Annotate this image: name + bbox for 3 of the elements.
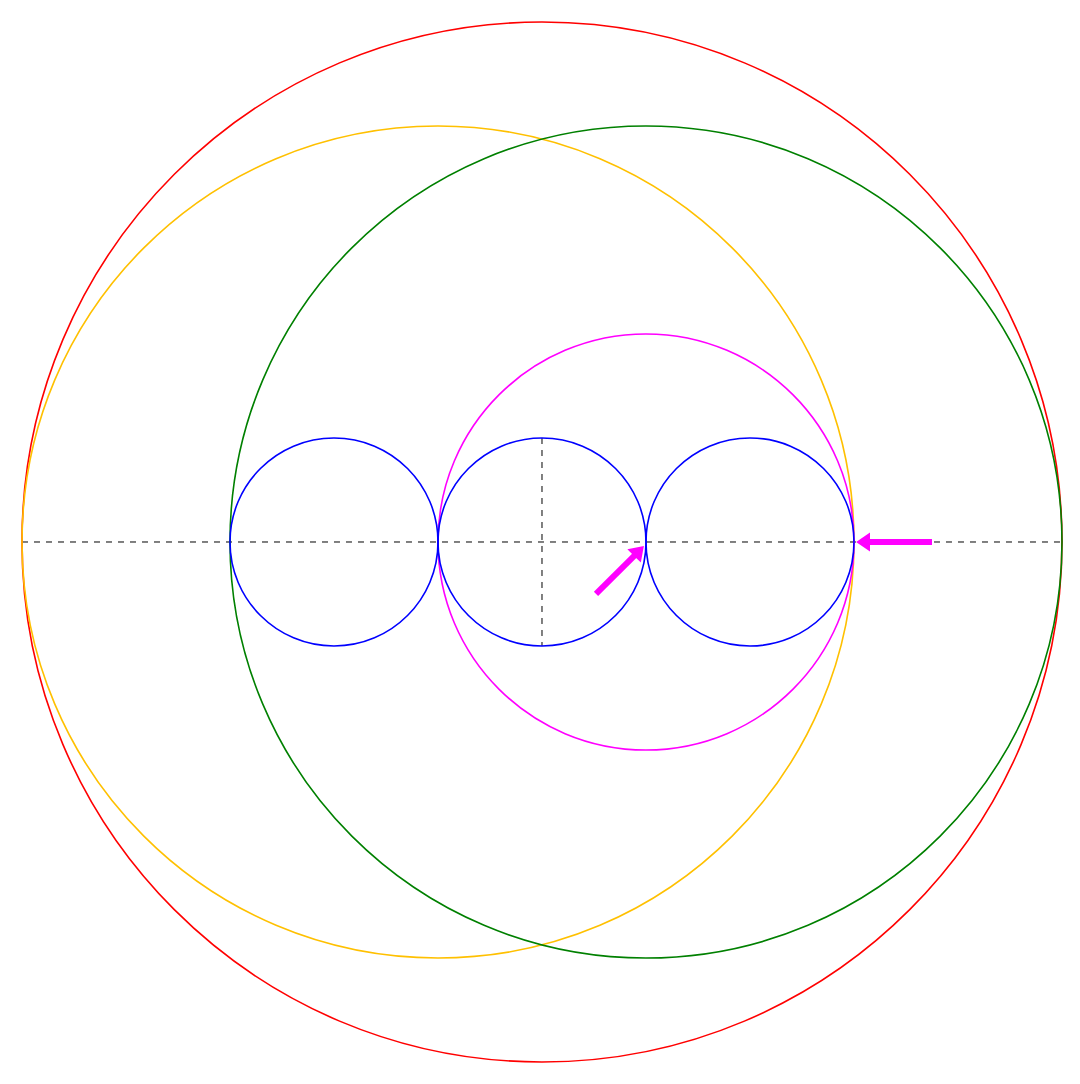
circle [437, 333, 855, 751]
circle [229, 437, 439, 647]
circle [21, 21, 1063, 1063]
